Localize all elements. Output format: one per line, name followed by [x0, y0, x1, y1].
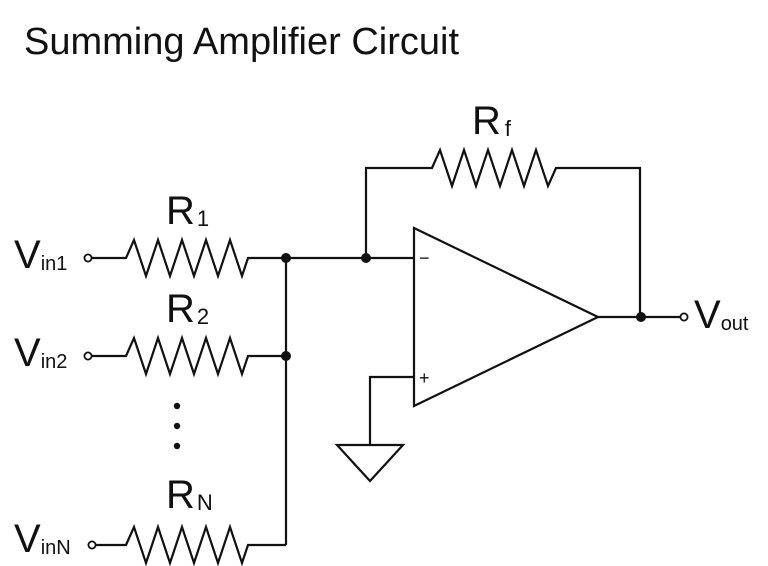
input-1-label-sub: in1 [41, 253, 68, 275]
input-1-label-main: V [14, 233, 41, 277]
feedback-resistor-label-main: R [472, 99, 501, 143]
input-2-terminal [83, 351, 93, 361]
output-label-main: V [694, 293, 721, 337]
feedback-wire [364, 146, 642, 317]
input-n-label: VinN [14, 517, 71, 561]
input-n-label-sub: inN [41, 537, 71, 559]
output-label-sub: out [721, 313, 749, 335]
opamp-symbol [412, 226, 601, 408]
input-n-wire [96, 523, 286, 566]
ground-icon [334, 443, 406, 483]
ellipsis-dot-2 [173, 422, 181, 430]
output-label: Vout [694, 293, 749, 337]
resistor-2-label: R2 [166, 287, 209, 331]
resistor-n-label-sub: N [197, 490, 213, 515]
input-1-label: Vin1 [14, 233, 67, 277]
ground-wire [368, 375, 414, 445]
ellipsis-dot-3 [173, 442, 181, 450]
resistor-2-label-sub: 2 [197, 304, 209, 329]
resistor-1-label-sub: 1 [197, 206, 209, 231]
resistor-n-label: RN [166, 473, 213, 517]
input-2-label-main: V [14, 331, 41, 375]
diagram-title: Summing Amplifier Circuit [24, 21, 459, 63]
junction-bus-mid [281, 351, 291, 361]
input-n-label-main: V [14, 517, 41, 561]
input-2-label-sub: in2 [41, 351, 68, 373]
opamp-noninverting-sign: + [419, 368, 430, 388]
feedback-resistor-label-sub: f [505, 116, 512, 141]
ellipsis-dot-1 [173, 402, 181, 410]
resistor-1-label-main: R [166, 189, 195, 233]
input-n-terminal [87, 540, 97, 550]
junction-bus-top [281, 253, 291, 263]
output-terminal [679, 312, 689, 322]
resistor-2-label-main: R [166, 287, 195, 331]
opamp-inverting-sign: − [419, 248, 430, 268]
input-2-wire [92, 334, 286, 378]
junction-output [636, 312, 646, 322]
input-2-label: Vin2 [14, 331, 67, 375]
resistor-1-label: R1 [166, 189, 209, 233]
resistor-n-label-main: R [166, 473, 195, 517]
input-1-wire [92, 236, 364, 280]
input-1-terminal [83, 253, 93, 263]
